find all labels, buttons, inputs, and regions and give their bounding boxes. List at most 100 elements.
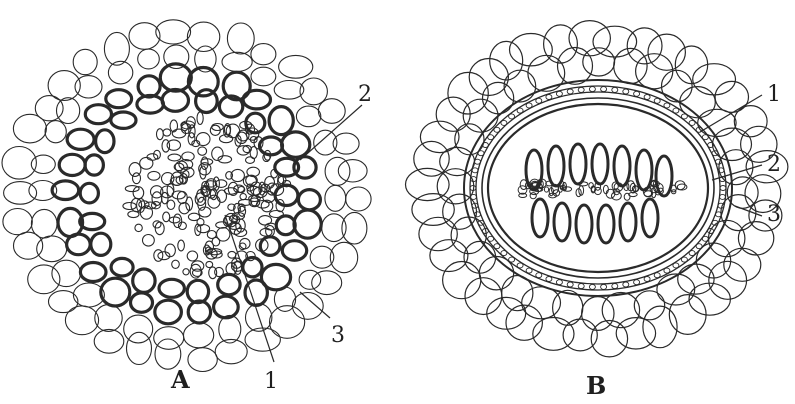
sheath-cell <box>681 114 687 119</box>
parenchyma-cell <box>669 295 706 335</box>
parenchyma-cell <box>129 23 160 50</box>
sheath-cell <box>720 194 726 199</box>
small-cell <box>226 124 239 138</box>
thick-wall-cell <box>188 301 210 323</box>
vessel-cell <box>532 199 548 237</box>
sheath-cell <box>589 284 595 289</box>
sheath-cell <box>601 87 607 92</box>
small-cell <box>206 261 213 267</box>
parenchyma-cell <box>346 187 371 211</box>
small-cell <box>135 224 142 231</box>
small-cell <box>148 171 160 180</box>
parenchyma-cell <box>693 64 736 95</box>
small-cell <box>173 214 181 227</box>
thick-wall-cell <box>52 181 79 200</box>
sheath-cell <box>664 268 670 273</box>
sheath-cell <box>681 257 687 262</box>
parenchyma-cell <box>325 157 350 185</box>
small-cell <box>163 212 170 222</box>
thick-wall-cell <box>298 190 320 210</box>
thick-wall-cell <box>91 233 111 255</box>
thick-wall-cell <box>218 274 240 294</box>
sheath-cell <box>526 268 532 273</box>
parenchyma-cell <box>222 52 252 71</box>
thick-wall-cell <box>159 279 184 297</box>
thick-wall-cell <box>111 112 136 128</box>
thick-wall-cell <box>214 296 239 318</box>
caption-a: A <box>170 365 190 394</box>
label-a-2: 2 <box>358 82 372 107</box>
sheath-cell <box>601 284 607 289</box>
parenchyma-cell <box>330 242 357 272</box>
small-cell <box>544 187 548 192</box>
small-cell <box>675 181 685 190</box>
parenchyma-cell <box>156 20 191 44</box>
thick-wall-cell <box>80 183 98 203</box>
parenchyma-cell <box>104 32 129 65</box>
small-cell <box>172 191 185 199</box>
sheath-cell <box>475 212 481 217</box>
parenchyma-cell <box>127 332 152 364</box>
small-cell <box>168 154 181 161</box>
small-cell <box>215 267 224 276</box>
small-cell <box>163 129 171 136</box>
parenchyma-cell <box>73 49 97 74</box>
parenchyma-cell <box>279 55 313 78</box>
sheath-cell <box>472 168 478 173</box>
thick-wall-cell <box>59 154 85 175</box>
parenchyma-cell <box>3 209 32 235</box>
parenchyma-cell <box>227 23 254 54</box>
parenchyma-cell <box>124 315 153 343</box>
small-cell <box>169 217 180 223</box>
small-cell <box>201 159 213 165</box>
parenchyma-cell <box>440 147 475 175</box>
vessel-cell <box>620 203 636 241</box>
sheath-cell <box>634 91 640 96</box>
sheath-cell <box>673 263 679 268</box>
thick-wall-cell <box>243 90 270 109</box>
small-cell <box>217 228 230 242</box>
panel-b-vascular-bundle <box>518 144 687 243</box>
sheath-cell <box>509 114 515 119</box>
thick-wall-cell <box>96 130 114 153</box>
small-cell <box>197 190 204 203</box>
small-cell <box>157 129 164 140</box>
sheath-cell <box>471 194 477 199</box>
parenchyma-cell <box>52 260 81 286</box>
parenchyma-cell <box>448 72 488 114</box>
small-cell <box>129 163 141 177</box>
small-cell <box>220 135 233 143</box>
label-b-1: 1 <box>767 82 781 107</box>
small-cell <box>530 193 536 199</box>
thick-wall-cell <box>106 90 132 108</box>
thick-wall-cell <box>162 90 188 112</box>
sheath-cell <box>623 89 629 94</box>
sheath-cell <box>623 282 629 287</box>
thick-wall-cell <box>133 269 155 292</box>
thick-wall-cell <box>80 263 106 282</box>
thick-wall-cell <box>282 241 306 261</box>
label-a-1: 1 <box>264 369 278 394</box>
sheath-cell <box>689 120 695 125</box>
parenchyma-cell <box>627 28 662 64</box>
sheath-cell <box>612 284 618 289</box>
parenchyma-cell <box>593 26 637 57</box>
parenchyma-cell <box>187 22 219 51</box>
sheath-cell <box>644 277 650 282</box>
sheath-cell <box>488 236 494 241</box>
sheath-cell <box>556 280 562 285</box>
parenchyma-cell <box>469 59 508 96</box>
vessel-cell <box>554 203 570 241</box>
small-cell <box>212 124 224 131</box>
thick-wall-cell <box>67 129 94 149</box>
panel-a-cross-section <box>2 20 371 372</box>
thick-wall-cell <box>187 280 208 302</box>
sheath-cell <box>673 108 679 113</box>
sheath-cell <box>494 244 500 249</box>
parenchyma-cell <box>270 306 305 339</box>
sheath-cell <box>702 135 708 140</box>
parenchyma-cell <box>37 236 67 262</box>
parenchyma-cell <box>292 293 323 320</box>
small-cell <box>125 186 139 192</box>
